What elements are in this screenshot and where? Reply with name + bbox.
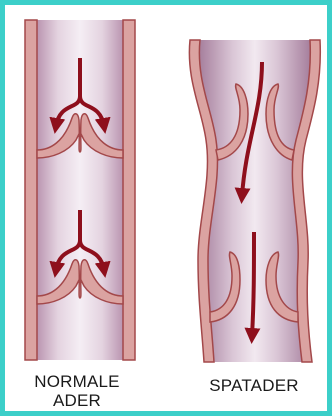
varicose-vein: [189, 40, 320, 362]
varicose-vein-caption: SPATADER: [196, 376, 312, 395]
normal-vein-left-wall: [25, 20, 37, 360]
normal-vein: [25, 20, 135, 360]
normal-vein-caption-line1: NORMALE: [14, 372, 140, 391]
normal-vein-caption: NORMALE ADER: [14, 372, 140, 410]
normal-vein-right-wall: [123, 20, 135, 360]
normal-vein-caption-line2: ADER: [14, 391, 140, 410]
